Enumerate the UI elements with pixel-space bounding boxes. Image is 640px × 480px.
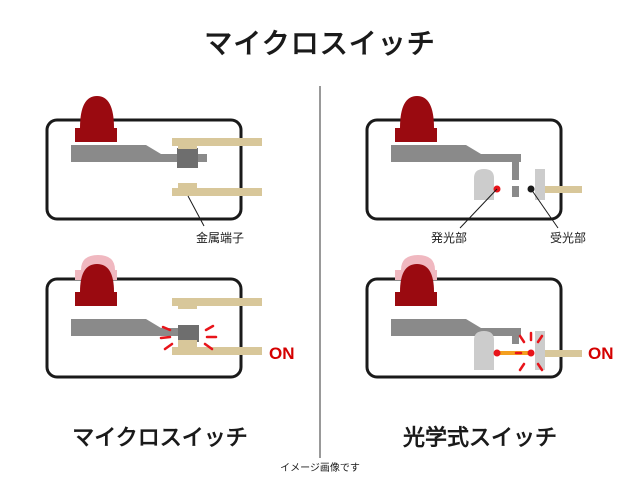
plunger-lever: [71, 319, 181, 336]
plunger-lever: [391, 319, 521, 336]
keycap-stem: [75, 292, 117, 306]
optical-switch-off: 発光部 受光部: [365, 96, 586, 245]
contact-block: [177, 148, 198, 168]
plunger-lever: [391, 145, 521, 162]
emitter-led-icon: [493, 349, 501, 357]
emitter-housing: [474, 331, 494, 370]
keycap: [400, 96, 434, 128]
receiver-label: 受光部: [550, 230, 586, 245]
shutter: [512, 162, 519, 180]
metal-terminal-label: 金属端子: [196, 230, 244, 245]
terminal: [545, 186, 582, 193]
switch-housing: [45, 118, 243, 221]
upper-terminal: [172, 138, 262, 146]
receiver-sensor-icon: [527, 349, 535, 357]
contact-block: [178, 325, 199, 342]
switch-housing: [365, 118, 563, 221]
receiver-housing: [535, 169, 545, 200]
keycap-stem: [395, 292, 437, 306]
plunger-lever: [71, 145, 181, 162]
switch-housing: [45, 277, 243, 379]
micro-switch-title: マイクロスイッチ: [72, 426, 248, 451]
keycap-stem: [395, 128, 437, 142]
light-beam: [497, 351, 531, 355]
keycap: [400, 264, 434, 292]
terminal: [545, 350, 582, 357]
keycap: [80, 264, 114, 292]
shutter: [512, 336, 519, 344]
keycap: [80, 96, 114, 128]
keycap-stem: [75, 128, 117, 142]
micro-switch-on: ON: [45, 255, 295, 379]
emitter-housing: [474, 169, 494, 200]
image-caption: イメージ画像です: [280, 463, 360, 474]
micro-switch-off: 金属端子: [45, 96, 262, 245]
on-label-right: ON: [588, 344, 614, 363]
contact-stub: [198, 154, 207, 162]
optical-switch-title: 光学式スイッチ: [402, 426, 557, 451]
on-label-left: ON: [269, 344, 295, 363]
optical-switch-on: ON: [365, 255, 614, 379]
emitter-label: 発光部: [431, 230, 467, 245]
page-title: マイクロスイッチ: [204, 27, 436, 60]
switch-housing: [365, 277, 563, 379]
receiver-light-icon: [514, 331, 544, 372]
contact-spark-icon: [159, 324, 218, 351]
upper-terminal: [172, 298, 262, 306]
lower-terminal: [178, 183, 197, 189]
lower-terminal: [178, 340, 197, 348]
